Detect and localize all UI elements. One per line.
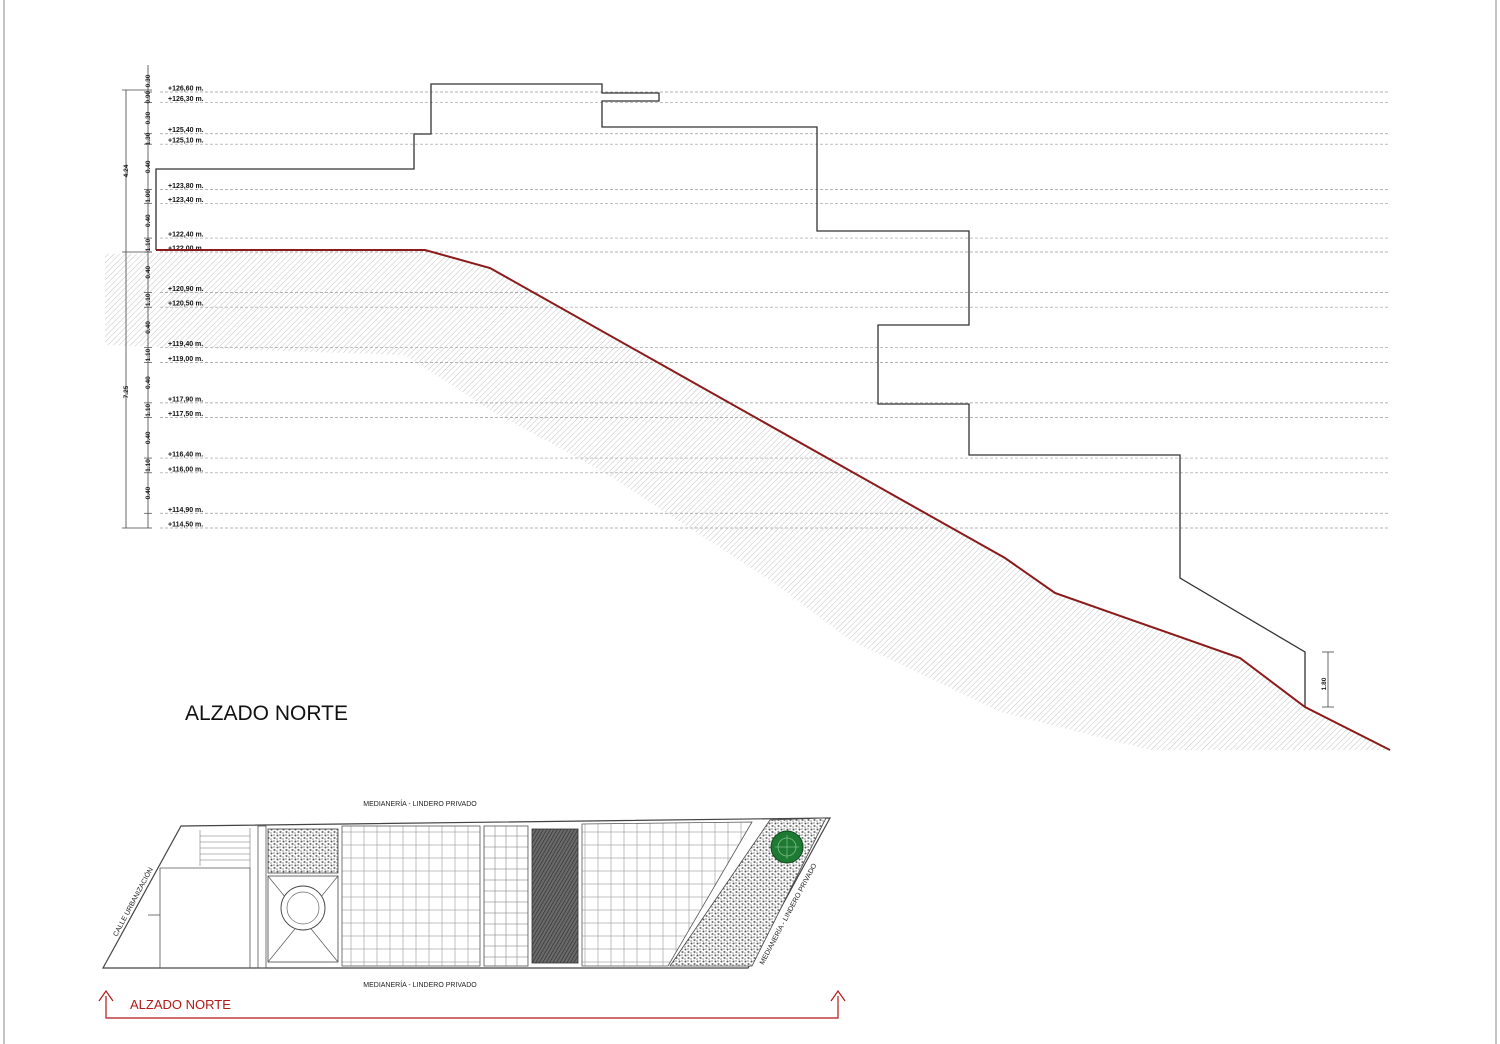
level-label: +123,40 m. xyxy=(168,197,204,204)
partial-dimension-label: 0.40 xyxy=(145,431,152,444)
elevation-drawing: +126,60 m. +126,30 m. +125,40 m. +125,10 m.… xyxy=(105,65,1391,751)
partial-dimension-label: 0.30 xyxy=(145,111,152,124)
partial-dimension-label: 0.40 xyxy=(145,486,152,499)
level-label: +114,90 m. xyxy=(168,507,203,514)
terrain-hatch xyxy=(105,250,1390,750)
level-label: +117,90 m. xyxy=(168,396,203,403)
partial-dimension-label: 0.40 xyxy=(145,160,152,173)
elevation-title: ALZADO NORTE xyxy=(185,702,348,725)
partial-dimension-label: 0.40 xyxy=(145,376,152,389)
level-label: +126,60 m. xyxy=(168,86,204,93)
partial-dimensions: 0.30 0.90 0.30 1.30 0.40 1.00 0.40 1.10 0.40 1.10… xyxy=(144,74,152,514)
level-label: +119,00 m. xyxy=(168,356,203,363)
partial-dimension-label: 1.30 xyxy=(145,132,152,145)
partial-dimension-label: 0.90 xyxy=(145,91,152,104)
stair xyxy=(199,828,251,868)
tiled-court-1 xyxy=(341,825,481,967)
plan-label-bottom: MEDIANERÍA - LINDERO PRIVADO xyxy=(363,980,477,989)
fountain xyxy=(267,875,339,963)
gravel-planter xyxy=(267,828,339,874)
plan-label-top: MEDIANERÍA - LINDERO PRIVADO xyxy=(363,799,477,808)
tiled-court-2 xyxy=(581,821,753,967)
partial-dimension-label: 1.10 xyxy=(145,348,152,361)
level-label: +120,90 m. xyxy=(168,286,204,293)
end-dimension: 1.80 xyxy=(1321,677,1328,690)
total-dimension-label: 4.24 xyxy=(123,164,130,177)
level-label: +119,40 m. xyxy=(168,341,203,348)
site-plan: MEDIANERÍA - LINDERO PRIVADO MEDIANERÍA … xyxy=(98,799,846,1019)
level-label: +114,50 m. xyxy=(168,522,203,529)
level-label: +126,30 m. xyxy=(168,96,204,103)
partial-dimension-label: 1.10 xyxy=(145,238,152,251)
partial-dimension-label: 0.40 xyxy=(145,266,152,279)
level-label: +116,00 m. xyxy=(168,466,203,473)
building-outline xyxy=(155,83,1306,707)
section-marker-line xyxy=(105,996,839,1019)
terrain-profile-line xyxy=(156,249,1391,751)
level-label: +125,40 m. xyxy=(168,127,204,134)
tiled-strip xyxy=(483,825,529,967)
total-dimension-label: 7.25 xyxy=(123,385,130,398)
level-label: +116,40 m. xyxy=(168,452,203,459)
partial-dimension-label: 1.10 xyxy=(145,293,152,306)
level-label: +125,10 m. xyxy=(168,138,204,145)
partial-dimension-label: 1.10 xyxy=(145,404,152,417)
partial-dimension-label: 0.30 xyxy=(145,74,152,87)
level-label: +117,50 m. xyxy=(168,411,203,418)
total-dimensions: 4.24 7.25 xyxy=(123,164,130,398)
partial-dimension-label: 1.10 xyxy=(145,459,152,472)
level-label: +122,40 m. xyxy=(168,232,204,239)
partial-dimension-label: 0.40 xyxy=(145,214,152,227)
tree-icon xyxy=(770,830,804,864)
level-label: +120,50 m. xyxy=(168,301,204,308)
level-label: +123,80 m. xyxy=(168,183,204,190)
partial-dimension-label: 0.40 xyxy=(145,321,152,334)
partial-dimension-label: 1.00 xyxy=(145,190,152,203)
dark-planter xyxy=(531,828,579,964)
section-marker-label: ALZADO NORTE xyxy=(130,997,231,1012)
